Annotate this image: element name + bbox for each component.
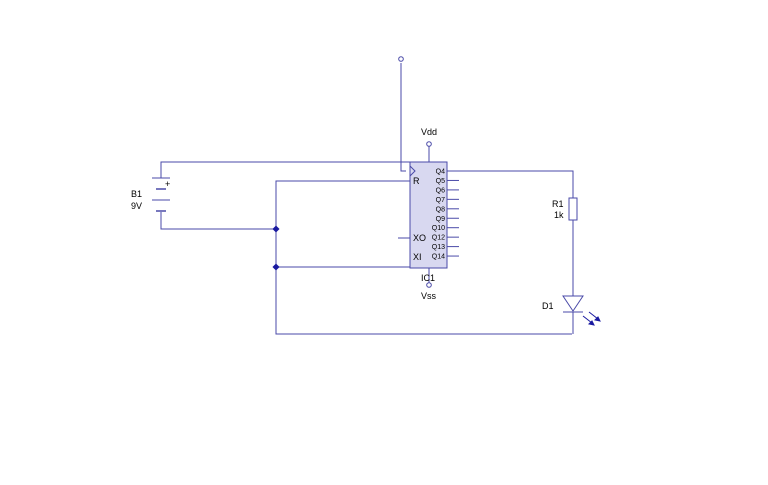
- wire-reset: [275, 180, 572, 335]
- led-ref-label: D1: [542, 301, 554, 311]
- battery-value-label: 9V: [131, 201, 142, 211]
- wires: [160, 63, 574, 335]
- battery-b1[interactable]: + B1 9V: [131, 177, 170, 212]
- clock-input-marker: [409, 165, 416, 177]
- battery-plus-sign: +: [165, 179, 170, 189]
- probe-terminal[interactable]: [398, 56, 404, 62]
- resistor-r1[interactable]: R1 1k: [552, 197, 578, 221]
- output-pin-label: Q9: [436, 216, 445, 223]
- output-pin-label: Q12: [432, 235, 445, 242]
- output-pin-label: Q5: [436, 178, 445, 185]
- ic-ref-label: IC1: [421, 273, 435, 283]
- led-triangle: [562, 295, 584, 312]
- pin-label-reset: R: [413, 176, 420, 186]
- pin-label-xo: XO: [413, 233, 426, 243]
- output-pin-label: Q6: [436, 187, 445, 194]
- wire-battery-negative: [160, 212, 276, 230]
- vdd-terminal[interactable]: [426, 141, 432, 147]
- resistor-body: [568, 197, 578, 221]
- output-pin-label: Q13: [432, 244, 445, 251]
- vss-terminal[interactable]: [426, 282, 432, 288]
- output-pin-label: Q10: [432, 225, 445, 232]
- resistor-ref-label: R1: [552, 199, 564, 209]
- output-pin-label: Q7: [436, 197, 445, 204]
- ic-vss-label: Vss: [421, 291, 437, 301]
- output-pin-label: Q8: [436, 206, 445, 213]
- output-pin-label: Q4: [436, 169, 445, 176]
- wire-probe-to-clock: [400, 63, 406, 172]
- pin-label-xi: XI: [413, 252, 422, 262]
- led-d1[interactable]: D1: [542, 295, 601, 326]
- junction-dot: [272, 225, 280, 233]
- ic1-body: [409, 161, 448, 269]
- led-light-arrows: [582, 311, 601, 326]
- wire-battery-positive: [160, 161, 411, 178]
- resistor-value-label: 1k: [554, 210, 564, 220]
- output-pin-label: Q14: [432, 254, 445, 261]
- battery-ref-label: B1: [131, 189, 142, 199]
- ic-vdd-label: Vdd: [421, 127, 437, 137]
- wire-q4-to-r1: [447, 170, 574, 198]
- junction-dot: [272, 263, 280, 271]
